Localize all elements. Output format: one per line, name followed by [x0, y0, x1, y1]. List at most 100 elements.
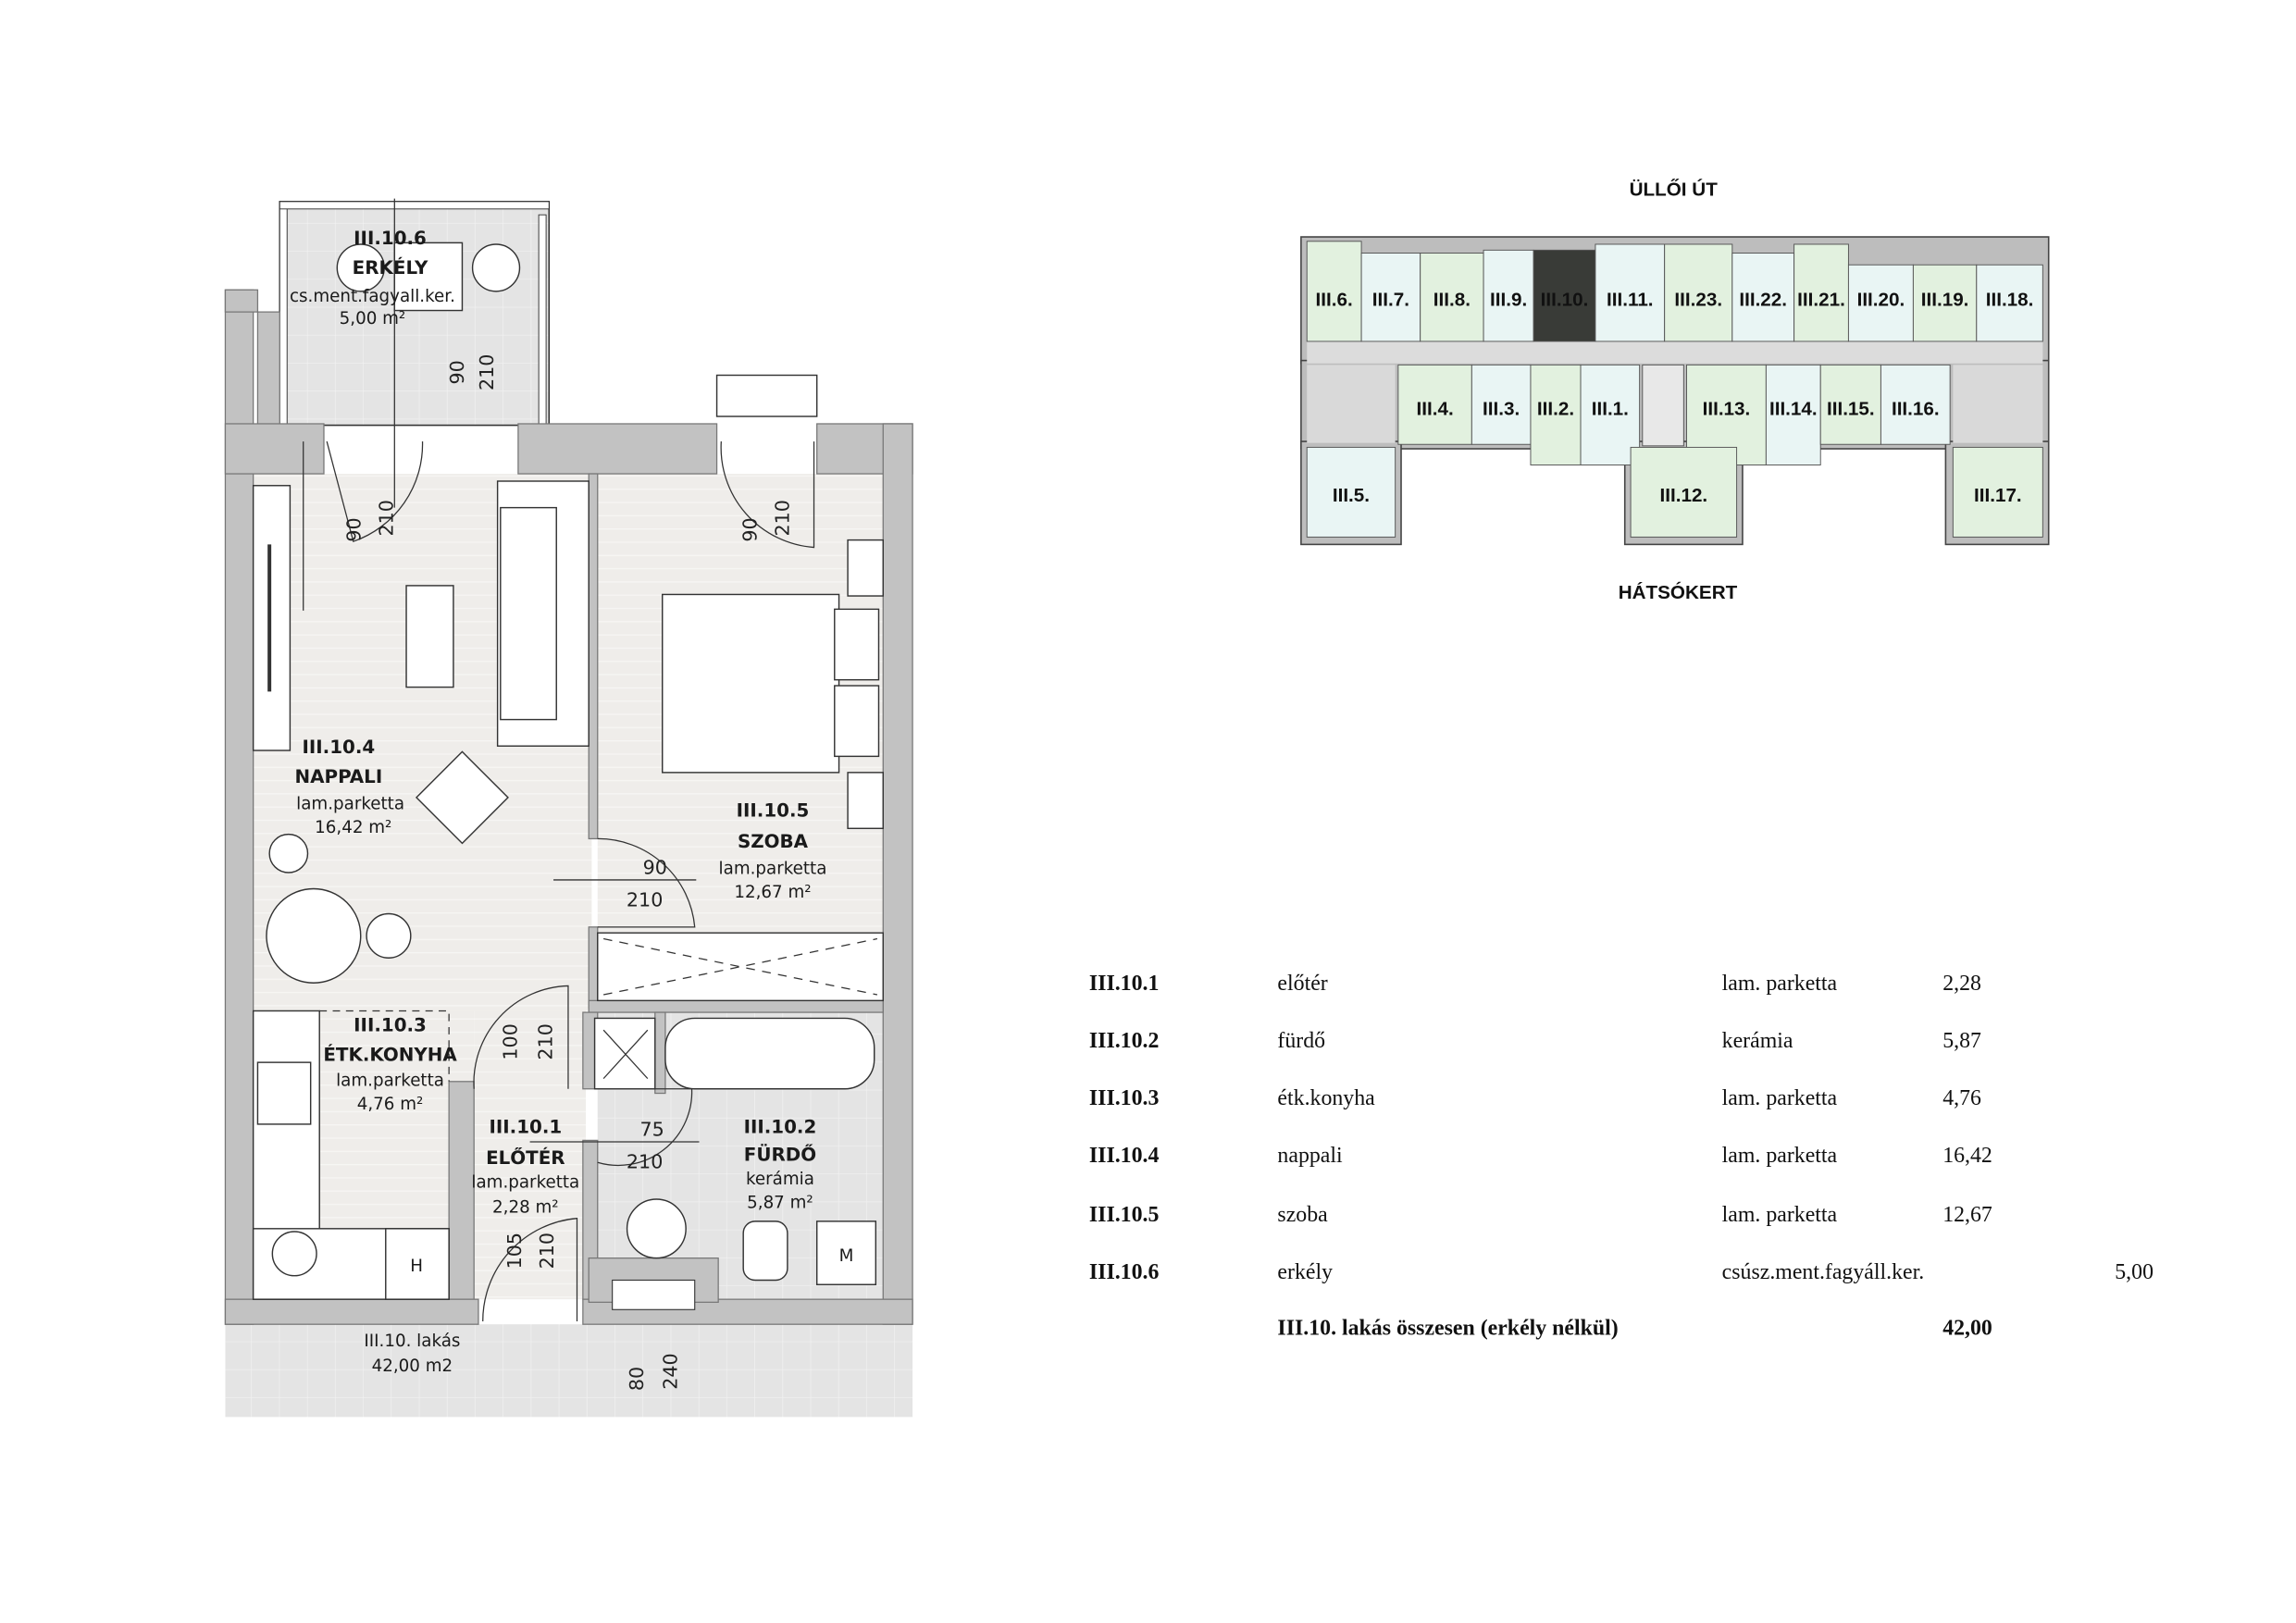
dim-line [303, 198, 700, 1143]
pillow [834, 685, 880, 758]
cell-room: étk.konyha [1277, 1086, 1375, 1110]
room-name: ELŐTÉR [486, 1146, 565, 1169]
table-row: III.10.1 előtér lam. parketta 2,28 [1089, 972, 1981, 996]
floor-plan: H M III.10.6 ERKÉLY cs.ment.fagyall.ker.… [224, 198, 913, 1418]
cell-id: III.10.6 [1089, 1260, 1160, 1284]
dim-width: 90 [446, 360, 468, 384]
upper-cabinet-line [319, 1010, 450, 1082]
unit [1793, 243, 1849, 342]
cell-id: III.10.4 [1089, 1144, 1160, 1168]
unit-label: III.5. [1333, 485, 1370, 506]
wall [654, 1011, 666, 1095]
unit-label: III.14. [1769, 398, 1818, 419]
wall [224, 1298, 479, 1325]
coffee-table [405, 585, 454, 688]
unit-label: III.10. [1541, 290, 1589, 311]
cell-area: 16,42 [1942, 1144, 1992, 1168]
dim-width: 90 [739, 517, 762, 541]
shower-mark [602, 1029, 649, 1080]
garden-label: HÁTSÓKERT [1619, 581, 1738, 603]
unit [1580, 364, 1641, 465]
area-table: III.10.1 előtér lam. parketta 2,28 III.1… [1089, 972, 2153, 1340]
dim-height: 210 [627, 1151, 663, 1173]
dim-width: 75 [639, 1119, 664, 1141]
balcony-chair [471, 243, 521, 292]
cell-area: 5,00 [2115, 1260, 2153, 1284]
nightstand [847, 539, 884, 597]
unit [1664, 243, 1733, 342]
balcony-railing-left [279, 201, 288, 427]
dim-width: 90 [643, 857, 667, 879]
wall [256, 311, 280, 442]
room-label-living: III.10.4 NAPPALI lam.parketta 16,42 m² [295, 737, 405, 837]
dining-table [266, 887, 362, 984]
wall [582, 1298, 913, 1325]
unit [1483, 249, 1534, 342]
washing-machine [815, 1220, 877, 1285]
unit-label: III.13. [1703, 398, 1751, 419]
unit-label: III.22. [1739, 290, 1787, 311]
sofa-seat [500, 506, 557, 721]
window-box [715, 374, 818, 417]
unit-label: III.16. [1892, 398, 1940, 419]
dim-width: 105 [503, 1233, 526, 1269]
cell-room: szoba [1277, 1203, 1328, 1227]
room-label-kitchen: III.10.3 ÉTK.KONYHA lam.parketta 4,76 m² [323, 1015, 457, 1114]
room-label-hall: III.10.1 ELŐTÉR lam.parketta 2,28 m² [471, 1116, 579, 1217]
room-floor: lam.parketta [719, 860, 827, 879]
room-id: III.10.3 [354, 1015, 427, 1036]
cell-floor: lam. parketta [1722, 1144, 1838, 1168]
room-floor: lam.parketta [471, 1172, 579, 1192]
unit-label: III.4. [1416, 398, 1453, 419]
room-id: III.10.2 [744, 1116, 817, 1137]
cell-area: 2,28 [1942, 972, 1981, 996]
table-row: III.10.5 szoba lam. parketta 12,67 [1089, 1203, 1992, 1227]
dim-width: 80 [626, 1367, 648, 1391]
dim-width: 90 [343, 517, 366, 541]
shaft [612, 1279, 696, 1310]
bathtub [664, 1017, 875, 1090]
table-row: III.10.6 erkély csúsz.ment.fagyáll.ker. … [1089, 1260, 2153, 1284]
unit [1847, 264, 1914, 342]
dim-height: 210 [536, 1233, 558, 1269]
apartment-area: 42,00 m2 [372, 1357, 453, 1376]
unit-label: III.1. [1592, 398, 1629, 419]
unit [1952, 446, 2043, 538]
cell-area: 4,76 [1942, 1086, 1981, 1110]
unit [1630, 446, 1738, 538]
hall-floor [474, 1010, 587, 1300]
room-area: 4,76 m² [357, 1095, 424, 1114]
balcony-floor [279, 201, 551, 427]
cell-id: III.10.3 [1089, 1086, 1160, 1110]
fridge-label: H [410, 1257, 423, 1276]
chair [268, 833, 309, 873]
cell-area: 5,87 [1942, 1029, 1981, 1053]
unit [1306, 241, 1362, 342]
room-name: FÜRDŐ [744, 1144, 816, 1166]
unit-label: III.20. [1857, 290, 1905, 311]
cell-floor: lam. parketta [1722, 1086, 1838, 1110]
room-area: 2,28 m² [492, 1197, 559, 1217]
unit [1471, 364, 1532, 445]
wall [588, 999, 884, 1013]
cell-id: III.10.1 [1089, 972, 1160, 996]
wall [517, 423, 718, 475]
room-area: 16,42 m² [315, 818, 391, 837]
door-swing [597, 837, 696, 928]
room-label-bedroom: III.10.5 SZOBA lam.parketta 12,67 m² [719, 800, 827, 902]
dim-height: 210 [771, 500, 793, 536]
door-swing [720, 441, 815, 549]
washbasin [626, 1198, 687, 1259]
cell-floor: csúsz.ment.fagyáll.ker. [1722, 1260, 1925, 1284]
cell-floor: kerámia [1722, 1029, 1793, 1053]
unit-label: III.12. [1659, 485, 1707, 506]
nightstand [847, 772, 884, 830]
unit [1420, 253, 1484, 342]
key-plan: ÜLLŐI ÚT HÁTSÓKERT III.6.III.7.III.8.III… [1300, 178, 2050, 603]
armchair [415, 750, 509, 845]
wardrobe-mark [602, 937, 878, 996]
unit-label: III.6. [1316, 290, 1353, 311]
unit [1306, 446, 1396, 538]
room-id: III.10.4 [303, 737, 376, 758]
stairwell [1642, 364, 1684, 447]
